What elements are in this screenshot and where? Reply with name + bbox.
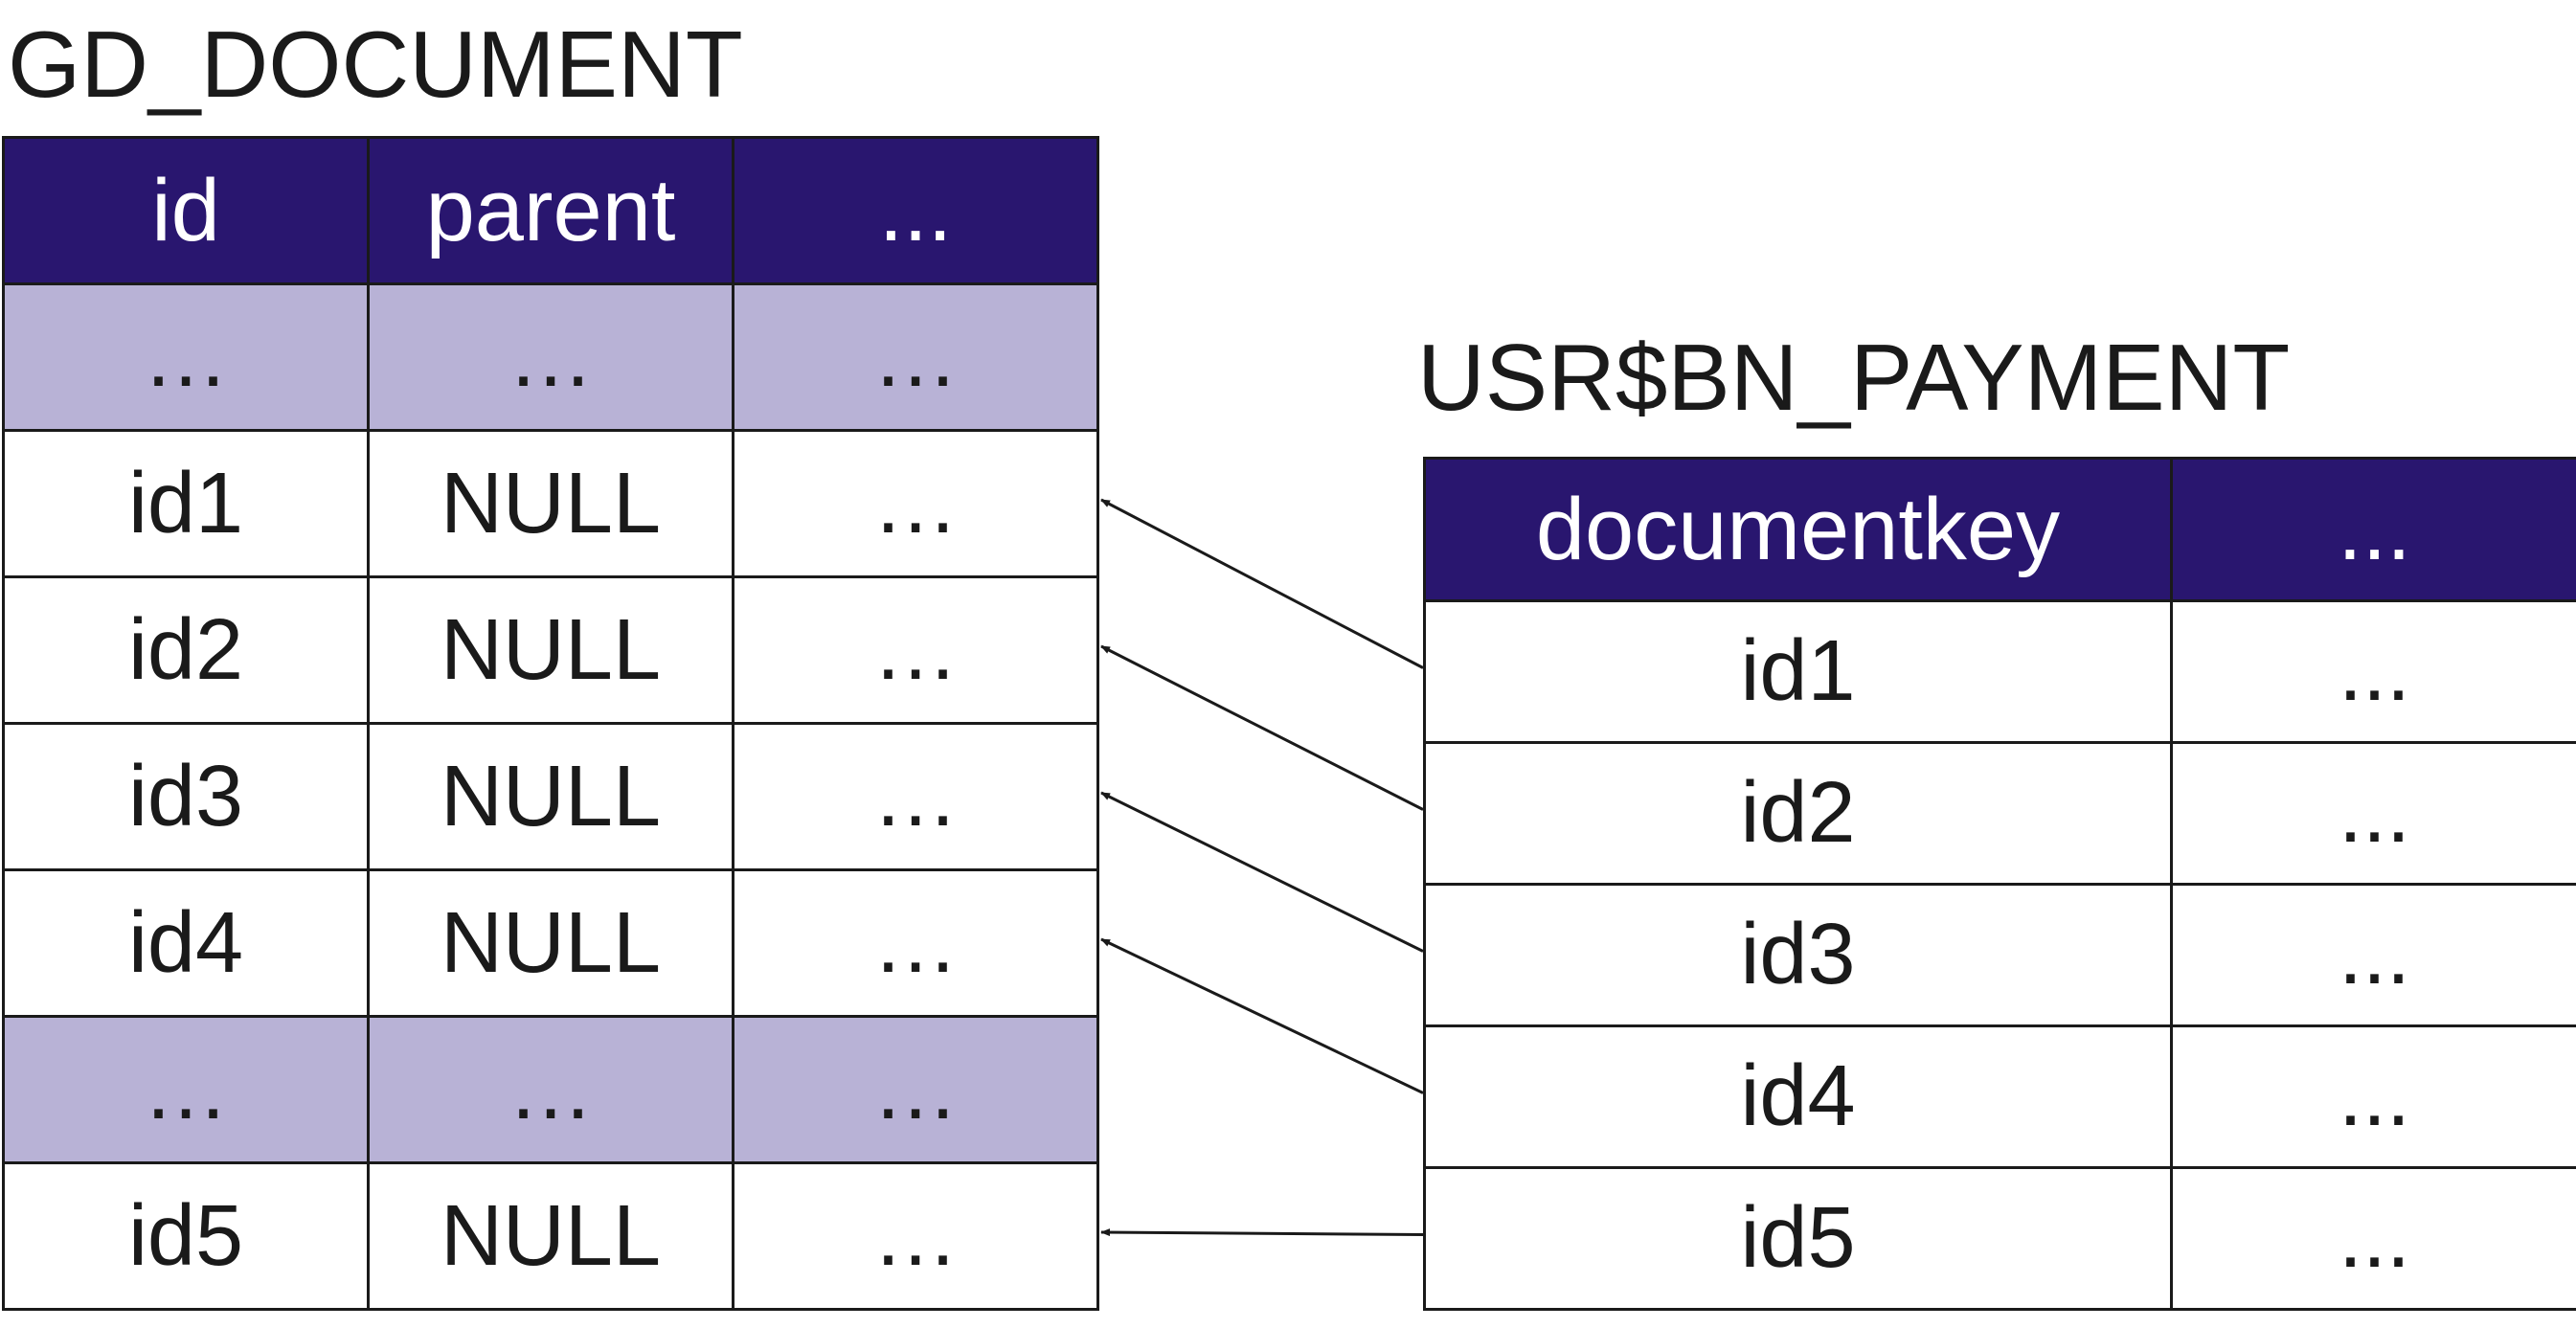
right-header-documentkey: documentkey bbox=[1423, 457, 2173, 602]
table-cell: id3 bbox=[1423, 883, 2173, 1027]
table-cell: … bbox=[732, 722, 1099, 871]
left-table-header-row: id parent ... bbox=[2, 136, 1099, 285]
table-row: id5 NULL … bbox=[2, 1161, 1099, 1311]
left-table-title: GD_DOCUMENT bbox=[8, 11, 743, 117]
table-cell: id3 bbox=[2, 722, 370, 871]
table-cell: … bbox=[732, 429, 1099, 578]
table-cell: … bbox=[732, 282, 1099, 432]
usr-bn-payment-table: documentkey ... id1 ... id2 ... id3 ... … bbox=[1423, 457, 2576, 1311]
table-cell: ... bbox=[2170, 741, 2576, 886]
table-cell: … bbox=[732, 575, 1099, 725]
table-cell: id1 bbox=[1423, 599, 2173, 744]
table-row: id4 NULL … bbox=[2, 868, 1099, 1018]
right-table-body: id1 ... id2 ... id3 ... id4 ... id5 ... bbox=[1423, 599, 2576, 1311]
table-row: id1 ... bbox=[1423, 599, 2576, 744]
right-table-title: USR$BN_PAYMENT bbox=[1417, 325, 2291, 430]
table-row: id1 NULL … bbox=[2, 429, 1099, 578]
table-row: … … … bbox=[2, 1015, 1099, 1164]
table-cell: … bbox=[732, 1015, 1099, 1164]
table-cell: … bbox=[2, 282, 370, 432]
table-cell: ... bbox=[2170, 1024, 2576, 1169]
reference-arrow-id1 bbox=[1100, 498, 1424, 669]
table-cell: NULL bbox=[367, 575, 734, 725]
table-row: id3 NULL … bbox=[2, 722, 1099, 871]
table-row: id3 ... bbox=[1423, 883, 2576, 1027]
table-cell: … bbox=[2, 1015, 370, 1164]
table-cell: id4 bbox=[2, 868, 370, 1018]
table-cell: … bbox=[732, 868, 1099, 1018]
table-cell: NULL bbox=[367, 1161, 734, 1311]
table-cell: … bbox=[367, 1015, 734, 1164]
table-cell: id5 bbox=[2, 1161, 370, 1311]
table-cell: ... bbox=[2170, 883, 2576, 1027]
table-cell: id5 bbox=[1423, 1166, 2173, 1311]
table-row: id2 ... bbox=[1423, 741, 2576, 886]
table-cell: NULL bbox=[367, 722, 734, 871]
right-header-more: ... bbox=[2170, 457, 2576, 602]
table-cell: NULL bbox=[367, 429, 734, 578]
table-cell: ... bbox=[2170, 599, 2576, 744]
reference-arrow-id4 bbox=[1100, 937, 1424, 1094]
left-table-body: … … … id1 NULL … id2 NULL … id3 NULL … i… bbox=[2, 282, 1099, 1311]
left-header-more: ... bbox=[732, 136, 1099, 285]
table-cell: id2 bbox=[1423, 741, 2173, 886]
left-header-id: id bbox=[2, 136, 370, 285]
left-header-parent: parent bbox=[367, 136, 734, 285]
table-row: id4 ... bbox=[1423, 1024, 2576, 1169]
table-cell: NULL bbox=[367, 868, 734, 1018]
table-row: id2 NULL … bbox=[2, 575, 1099, 725]
table-row: … … … bbox=[2, 282, 1099, 432]
table-cell: id4 bbox=[1423, 1024, 2173, 1169]
table-cell: id2 bbox=[2, 575, 370, 725]
gd-document-table: id parent ... … … … id1 NULL … id2 NULL … bbox=[2, 136, 1099, 1311]
table-cell: id1 bbox=[2, 429, 370, 578]
reference-arrow-id2 bbox=[1100, 644, 1424, 811]
table-cell: … bbox=[367, 282, 734, 432]
right-table-header-row: documentkey ... bbox=[1423, 457, 2576, 602]
table-row: id5 ... bbox=[1423, 1166, 2576, 1311]
table-cell: … bbox=[732, 1161, 1099, 1311]
reference-arrow-id3 bbox=[1100, 791, 1424, 953]
reference-arrow-id5 bbox=[1100, 1228, 1424, 1237]
table-cell: ... bbox=[2170, 1166, 2576, 1311]
